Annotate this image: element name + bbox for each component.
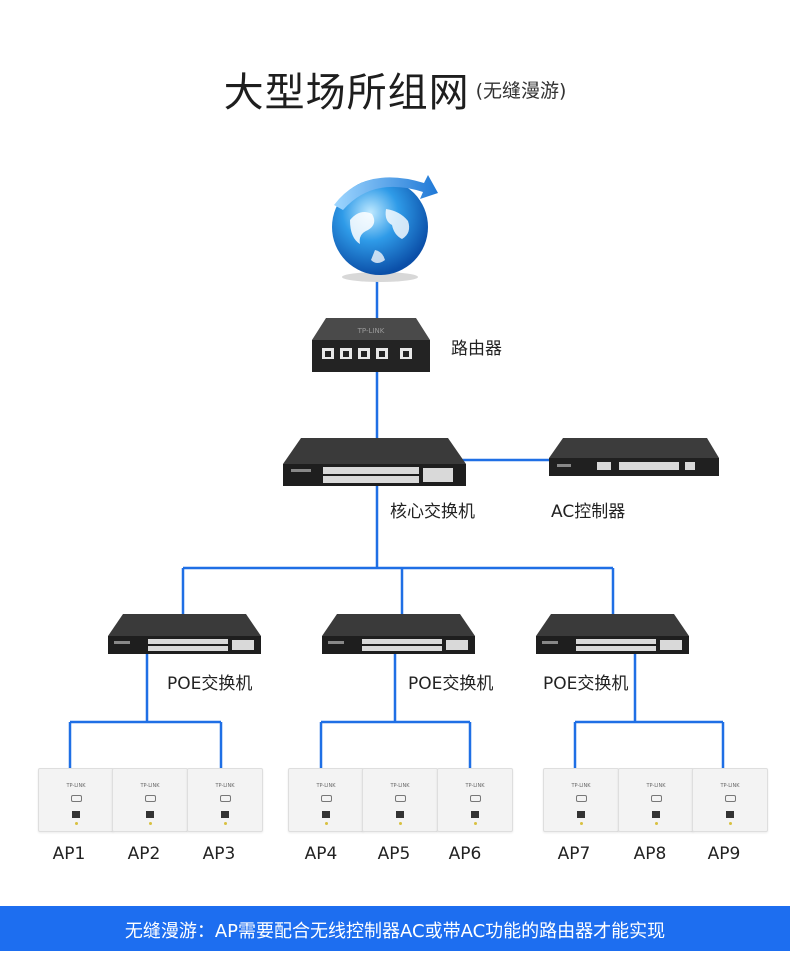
ap-label-5: AP5 xyxy=(377,844,411,864)
poe-switch-2 xyxy=(322,614,475,654)
ap-label-1: AP1 xyxy=(52,844,86,864)
access-point-7: TP-LINK xyxy=(543,768,619,832)
access-point-4: TP-LINK xyxy=(288,768,364,832)
ap-label-9: AP9 xyxy=(707,844,741,864)
ap-brand: TP-LINK xyxy=(140,783,160,789)
diagram-title: 大型场所组网(无缝漫游) xyxy=(0,60,790,118)
access-point-9: TP-LINK xyxy=(692,768,768,832)
ap-label-4: AP4 xyxy=(304,844,338,864)
ap-brand: TP-LINK xyxy=(720,783,740,789)
access-point-1: TP-LINK xyxy=(38,768,114,832)
globe-icon xyxy=(320,165,442,285)
ap-label-6: AP6 xyxy=(448,844,482,864)
router-device: TP-LINK xyxy=(312,318,430,372)
ap-brand: TP-LINK xyxy=(390,783,410,789)
footer-banner: 无缝漫游：AP需要配合无线控制器AC或带AC功能的路由器才能实现 xyxy=(0,906,790,951)
core-switch-device xyxy=(283,438,466,486)
poe-switch-label-2: POE交换机 xyxy=(408,674,494,694)
ap-label-8: AP8 xyxy=(633,844,667,864)
ap-brand: TP-LINK xyxy=(465,783,485,789)
ap-brand: TP-LINK xyxy=(215,783,235,789)
ap-label-3: AP3 xyxy=(202,844,236,864)
ap-brand: TP-LINK xyxy=(66,783,86,789)
ac-controller-label: AC控制器 xyxy=(551,502,626,522)
title-subtitle: (无缝漫游) xyxy=(475,79,567,102)
ap-label-2: AP2 xyxy=(127,844,161,864)
access-point-6: TP-LINK xyxy=(437,768,513,832)
poe-switch-3 xyxy=(536,614,689,654)
core-switch-label: 核心交换机 xyxy=(390,502,475,522)
ap-label-7: AP7 xyxy=(557,844,591,864)
router-label: 路由器 xyxy=(451,339,502,359)
poe-switch-1 xyxy=(108,614,261,654)
ac-controller-device xyxy=(549,438,719,476)
ap-brand: TP-LINK xyxy=(646,783,666,789)
access-point-3: TP-LINK xyxy=(187,768,263,832)
poe-switch-label-1: POE交换机 xyxy=(167,674,253,694)
footer-note: 无缝漫游：AP需要配合无线控制器AC或带AC功能的路由器才能实现 xyxy=(124,921,666,942)
title-main: 大型场所组网 xyxy=(223,70,470,116)
access-point-8: TP-LINK xyxy=(618,768,694,832)
access-point-5: TP-LINK xyxy=(362,768,438,832)
ap-brand: TP-LINK xyxy=(571,783,591,789)
router-brand: TP-LINK xyxy=(357,327,385,335)
access-point-2: TP-LINK xyxy=(112,768,188,832)
ap-brand: TP-LINK xyxy=(316,783,336,789)
poe-switch-label-3: POE交换机 xyxy=(543,674,629,694)
